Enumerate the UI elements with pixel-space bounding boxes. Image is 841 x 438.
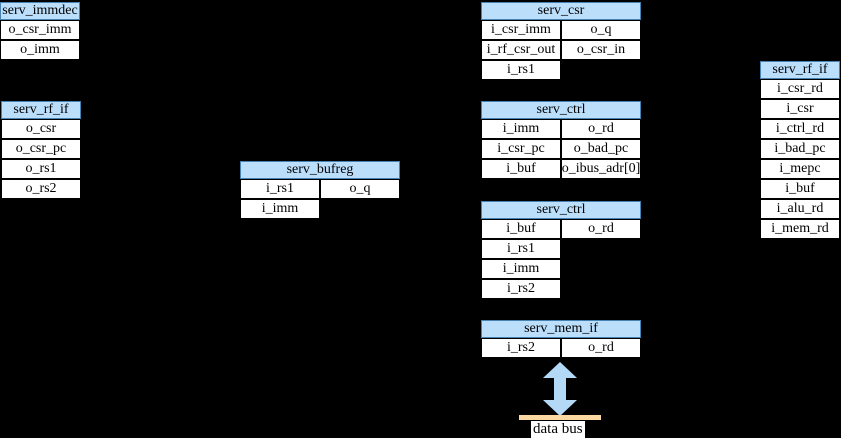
port-row: o_csr <box>1 119 81 139</box>
port-cell-o_q: o_q <box>561 20 641 40</box>
port-row: i_mem_rd <box>760 219 840 239</box>
port-cell-i_rs1: i_rs1 <box>240 179 320 199</box>
empty-cell <box>561 279 641 299</box>
port-row: o_imm <box>0 40 80 60</box>
port-cell-i_imm: i_imm <box>481 119 561 139</box>
module-title-serv_ctrl_top: serv_ctrl <box>481 101 641 119</box>
module-title-serv_ctrl_bottom: serv_ctrl <box>481 201 641 219</box>
port-row: i_bad_pc <box>760 139 840 159</box>
port-row: i_rs2 <box>481 279 641 299</box>
port-row: i_rs1 <box>481 60 641 80</box>
module-title-serv_csr: serv_csr <box>481 2 641 20</box>
port-cell-i_buf: i_buf <box>760 179 840 199</box>
port-cell-i_ctrl_rd: i_ctrl_rd <box>760 119 840 139</box>
port-cell-i_rs1: i_rs1 <box>481 239 561 259</box>
empty-cell <box>320 199 400 219</box>
port-cell-o_rd: o_rd <box>561 338 641 358</box>
port-cell-i_rs2: i_rs2 <box>481 279 561 299</box>
port-cell-o_csr_pc: o_csr_pc <box>1 139 81 159</box>
module-title-serv_immdec: serv_immdec <box>0 2 80 20</box>
port-cell-i_rs2: i_rs2 <box>481 338 561 358</box>
port-cell-o_csr_in: o_csr_in <box>561 40 641 60</box>
port-row: o_csr_imm <box>0 20 80 40</box>
data-bus-arrow-icon <box>543 362 577 416</box>
empty-cell <box>561 60 641 80</box>
port-cell-i_buf: i_buf <box>481 159 561 179</box>
port-cell-i_buf: i_buf <box>481 219 561 239</box>
empty-cell <box>561 259 641 279</box>
port-row: i_imm <box>481 259 641 279</box>
port-cell-i_mem_rd: i_mem_rd <box>760 219 840 239</box>
port-row: i_csr <box>760 99 840 119</box>
port-cell-o_csr: o_csr <box>1 119 81 139</box>
port-row: i_rs1 <box>481 239 641 259</box>
port-cell-i_csr_pc: i_csr_pc <box>481 139 561 159</box>
port-cell-o_rd: o_rd <box>561 119 641 139</box>
port-row: i_csr_rd <box>760 79 840 99</box>
double-arrow-shape <box>543 362 577 416</box>
module-title-serv_bufreg: serv_bufreg <box>240 161 400 179</box>
port-cell-o_rs2: o_rs2 <box>1 179 81 199</box>
empty-cell <box>561 239 641 259</box>
module-title-serv_mem_if: serv_mem_if <box>481 320 641 338</box>
port-cell-i_alu_rd: i_alu_rd <box>760 199 840 219</box>
port-row: o_rs2 <box>1 179 81 199</box>
data-bus-bar <box>519 415 601 420</box>
port-cell-o_ibus_adr0: o_ibus_adr[0] <box>561 159 641 179</box>
port-cell-o_imm: o_imm <box>0 40 80 60</box>
port-cell-i_bad_pc: i_bad_pc <box>760 139 840 159</box>
module-title-serv_rf_if_left: serv_rf_if <box>1 101 81 119</box>
port-cell-i_csr: i_csr <box>760 99 840 119</box>
port-cell-i_rs1: i_rs1 <box>481 60 561 80</box>
port-row: i_imm <box>240 199 400 219</box>
port-cell-o_rs1: o_rs1 <box>1 159 81 179</box>
port-row: i_buf <box>760 179 840 199</box>
port-cell-o_csr_imm: o_csr_imm <box>0 20 80 40</box>
port-cell-i_imm: i_imm <box>240 199 320 219</box>
data-bus-label: data bus <box>531 421 585 438</box>
port-cell-i_imm: i_imm <box>481 259 561 279</box>
port-row: o_csr_pc <box>1 139 81 159</box>
port-cell-i_csr_rd: i_csr_rd <box>760 79 840 99</box>
port-row: i_mepc <box>760 159 840 179</box>
port-cell-o_q: o_q <box>320 179 400 199</box>
port-cell-i_rf_csr_out: i_rf_csr_out <box>481 40 561 60</box>
module-title-serv_rf_if_right: serv_rf_if <box>760 61 840 79</box>
port-cell-i_mepc: i_mepc <box>760 159 840 179</box>
port-row: i_alu_rd <box>760 199 840 219</box>
port-cell-o_rd: o_rd <box>561 219 641 239</box>
port-row: i_ctrl_rd <box>760 119 840 139</box>
port-cell-i_csr_imm: i_csr_imm <box>481 20 561 40</box>
port-row: o_rs1 <box>1 159 81 179</box>
port-cell-o_bad_pc: o_bad_pc <box>561 139 641 159</box>
